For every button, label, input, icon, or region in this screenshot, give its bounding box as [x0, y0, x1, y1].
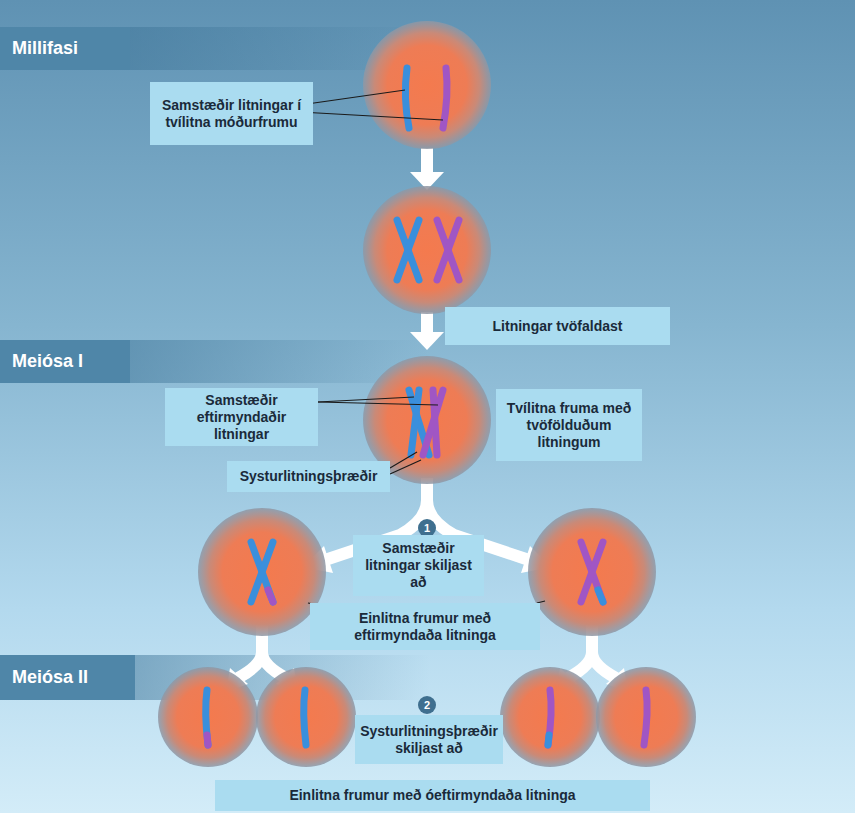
callout-text: 1: [424, 523, 430, 534]
label-box: Einlitna frumur með óeftirmyndaða litnin…: [215, 780, 650, 811]
chromosome: [206, 690, 208, 745]
label-text: Millifasi: [12, 38, 78, 59]
label-box: Samstæðir eftirmyndaðir litningar: [165, 388, 318, 446]
label-text: Meiósa I: [12, 351, 83, 372]
leader-line: [300, 90, 405, 105]
label-text: Einlitna frumur með eftirmyndaða litning…: [316, 610, 534, 644]
chromosome: [548, 735, 549, 745]
arrow-head: [410, 332, 444, 350]
label-text: Samstæðir litningar í tvílitna móðurfrum…: [156, 97, 307, 131]
leader-line: [390, 452, 417, 468]
chromosome: [207, 735, 208, 745]
phase-band: Meiósa I: [0, 340, 130, 383]
chromosome: [304, 690, 306, 745]
label-text: Systurlitningsþræðir skiljast að: [360, 723, 498, 757]
chromosome: [437, 220, 459, 280]
leader-line: [390, 460, 421, 474]
label-box: Samstæðir litningar í tvílitna móðurfrum…: [150, 82, 313, 145]
phase-band: [0, 340, 430, 383]
chromosome: [581, 542, 603, 602]
chromosome: [437, 220, 459, 280]
arrow-shaft: [421, 312, 433, 332]
label-text: Samstæðir eftirmyndaðir litningar: [171, 392, 312, 443]
callout-number: 2: [418, 696, 436, 714]
label-box: Litningar tvöfaldast: [445, 307, 670, 345]
phase-band: Meiósa II: [0, 655, 135, 700]
label-text: Samstæðir litningar skiljast að: [359, 540, 478, 591]
chromosome: [443, 68, 447, 128]
label-text: Tvílitna fruma með tvöfölduðum litningum: [502, 400, 636, 451]
cell: [596, 667, 696, 767]
leader-line: [300, 112, 443, 120]
label-box: Tvílitna fruma með tvöfölduðum litningum: [496, 389, 642, 461]
cell: [256, 667, 356, 767]
cell: [500, 667, 600, 767]
chromosome: [251, 542, 273, 602]
label-text: Systurlitningsþræðir: [240, 468, 378, 485]
label-box: Systurlitningsþræðir skiljast að: [355, 715, 503, 764]
chromosome: [397, 220, 419, 280]
cell: [528, 508, 656, 636]
chromosome: [405, 68, 409, 128]
arrow-shaft: [421, 148, 433, 172]
leader-line: [318, 402, 438, 405]
cell: [198, 508, 326, 636]
chromosome: [644, 690, 647, 745]
chromosome: [598, 590, 603, 602]
chromosome: [251, 542, 273, 602]
chromosome: [411, 390, 419, 455]
label-text: Meiósa II: [12, 667, 88, 688]
cell: [158, 667, 258, 767]
label-text: Litningar tvöfaldast: [493, 318, 623, 335]
leader-line: [318, 397, 414, 402]
label-box: Samstæðir litningar skiljast að: [353, 535, 484, 596]
cell: [363, 21, 491, 149]
label-box: Systurlitningsþræðir: [227, 461, 390, 492]
label-box: Einlitna frumur með eftirmyndaða litning…: [310, 603, 540, 650]
chromosome: [581, 542, 603, 602]
chromosome: [548, 690, 551, 745]
cell: [363, 186, 491, 314]
callout-text: 2: [424, 700, 430, 711]
chromosome: [268, 590, 273, 602]
phase-band: Millifasi: [0, 27, 130, 70]
phase-band: [0, 27, 430, 70]
chromosome: [397, 220, 419, 280]
chromosome: [423, 390, 443, 455]
label-text: Einlitna frumur með óeftirmyndaða litnin…: [289, 787, 575, 804]
